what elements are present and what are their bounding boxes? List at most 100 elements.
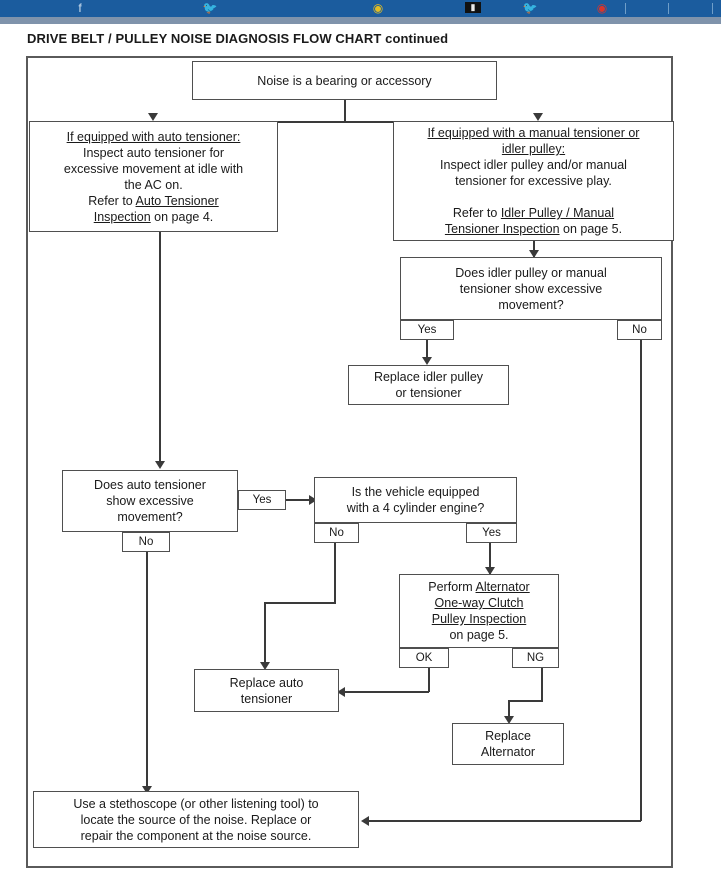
node-if-manual-tensioner[interactable]: If equipped with a manual tensioner or i…	[393, 121, 674, 241]
edge-cyl-yes	[489, 543, 491, 574]
node-line-1: Replace idler pulley	[373, 370, 484, 384]
node-line-2: tensioner show excessive	[459, 281, 603, 296]
edge-manual-to-idler	[533, 241, 535, 257]
edge-idler-no-to-stethoscope	[369, 820, 641, 822]
node-line-1: Does auto tensioner	[94, 478, 206, 492]
node-replace-alternator[interactable]: Replace Alternator	[452, 723, 564, 765]
branch-label-text: No	[329, 526, 344, 539]
twitter-bird-icon[interactable]: 🐦	[522, 1, 538, 15]
branch-label-cylinder-yes[interactable]: Yes	[466, 523, 517, 543]
edge-auto-no-rail	[146, 552, 148, 791]
node-line-2: tensioner	[240, 691, 293, 706]
arrow-ok-into-replace-auto	[337, 687, 345, 697]
edge-cyl-no-v1	[334, 543, 336, 603]
edge-idler-no-rail	[640, 340, 642, 821]
node-line-4-suffix: on page 5.	[559, 222, 623, 236]
node-auto-tensioner-decision[interactable]: Does auto tensioner show excessive movem…	[62, 470, 238, 532]
edge-ok-v	[428, 668, 430, 692]
arrow-ng-into-replace-alternator	[504, 716, 514, 724]
node-line-2: tensioner for excessive play.	[455, 174, 612, 188]
arrow-auto-no-into-stethoscope	[142, 786, 152, 794]
alternator-link-b[interactable]: One-way Clutch	[434, 596, 524, 610]
edge-start-bus	[152, 121, 538, 123]
node-line-5-suffix: on page 4.	[150, 209, 214, 224]
browser-toolbar-shadow	[0, 17, 721, 24]
alternator-link-a[interactable]: Alternator	[475, 580, 530, 594]
edge-ng-v1	[541, 668, 543, 701]
arrow-to-cylinder-decision	[309, 495, 317, 505]
branch-label-alternator-ng[interactable]: NG	[512, 648, 559, 668]
node-line-1: Use a stethoscope (or other listening to…	[73, 796, 319, 811]
branch-label-text: No	[138, 535, 154, 548]
toolbar-divider	[668, 3, 669, 14]
branch-label-text: Yes	[417, 323, 437, 336]
node-line-3: the AC on.	[124, 177, 183, 192]
edge-ng-h	[508, 700, 543, 702]
idler-pulley-inspection-link-a[interactable]: Idler Pulley / Manual	[500, 206, 615, 220]
node-idler-decision[interactable]: Does idler pulley or manual tensioner sh…	[400, 257, 662, 320]
idler-pulley-inspection-link-b[interactable]: Tensioner Inspection	[444, 222, 560, 236]
reddit-icon[interactable]: ◉	[596, 1, 608, 15]
edge-auto-yes	[286, 499, 313, 501]
edge-cyl-no-h	[264, 602, 336, 604]
node-line-1: Does idler pulley or manual	[455, 265, 607, 280]
node-line-1: Inspect idler pulley and/or manual	[440, 158, 627, 172]
pixel-image-icon[interactable]: ▮	[465, 2, 481, 13]
node-replace-idler-pulley[interactable]: Replace idler pulley or tensioner	[348, 365, 509, 405]
auto-tensioner-inspection-link-a[interactable]: Auto Tensioner	[135, 193, 219, 208]
arrow-to-auto-decision	[155, 461, 165, 469]
branch-label-idler-yes[interactable]: Yes	[400, 320, 454, 340]
arrow-idler-no-into-stethoscope	[361, 816, 369, 826]
arrow-cyl-no-into-replace-auto	[260, 662, 270, 670]
branch-label-auto-yes[interactable]: Yes	[238, 490, 286, 510]
arrow-to-replace-idler	[422, 357, 432, 365]
node-if-auto-tensioner[interactable]: If equipped with auto tensioner: Inspect…	[29, 121, 278, 232]
node-line-1: Replace auto	[229, 675, 304, 690]
branch-label-text: Yes	[252, 493, 272, 506]
node-line-4-prefix: Refer to	[88, 193, 136, 208]
facebook-icon[interactable]: f	[78, 1, 82, 15]
arrow-to-auto-tensioner	[148, 113, 158, 121]
node-line-2: or tensioner	[395, 386, 462, 400]
browser-toolbar-strip	[0, 0, 721, 17]
chrome-icon[interactable]: ◉	[372, 1, 384, 15]
toolbar-divider	[625, 3, 626, 14]
branch-label-text: NG	[526, 651, 545, 664]
node-cylinder-decision[interactable]: Is the vehicle equipped with a 4 cylinde…	[314, 477, 517, 523]
branch-label-idler-no[interactable]: No	[617, 320, 662, 340]
node-line-2: excessive movement at idle with	[63, 161, 244, 176]
node-line-3: movement?	[117, 510, 183, 524]
edge-idler-yes	[426, 340, 428, 362]
branch-label-text: OK	[415, 651, 433, 664]
node-use-stethoscope[interactable]: Use a stethoscope (or other listening to…	[33, 791, 359, 848]
node-label: Noise is a bearing or accessory	[257, 73, 432, 88]
node-heading: If equipped with auto tensioner:	[66, 129, 241, 144]
toolbar-separator	[0, 24, 721, 26]
branch-label-text: Yes	[482, 526, 501, 539]
edge-ng-v2	[508, 700, 510, 720]
node-noise-is-bearing[interactable]: Noise is a bearing or accessory	[192, 61, 497, 100]
node-heading-1: If equipped with a manual tensioner or	[427, 126, 640, 140]
node-line-1: Is the vehicle equipped	[351, 485, 480, 499]
node-line-2: Alternator	[480, 745, 536, 759]
branch-label-auto-no[interactable]: No	[122, 532, 170, 552]
node-replace-auto-tensioner[interactable]: Replace auto tensioner	[194, 669, 339, 712]
node-line-2: show excessive	[106, 494, 194, 508]
auto-tensioner-inspection-link-b[interactable]: Inspection	[93, 209, 151, 224]
node-line-2: with a 4 cylinder engine?	[346, 501, 485, 515]
edge-auto-branch-down	[159, 232, 161, 463]
branch-label-cylinder-no[interactable]: No	[314, 523, 359, 543]
twitter-icon[interactable]: 🐦	[202, 1, 218, 15]
node-line-3-prefix: Refer to	[452, 206, 501, 220]
alternator-link-c[interactable]: Pulley Inspection	[431, 612, 527, 626]
node-line-1-prefix: Perform	[428, 580, 476, 594]
node-line-2: locate the source of the noise. Replace …	[80, 812, 312, 827]
edge-ok-h	[345, 691, 429, 693]
toolbar-divider	[712, 3, 713, 14]
node-line-1: Inspect auto tensioner for	[82, 145, 225, 160]
branch-label-alternator-ok[interactable]: OK	[399, 648, 449, 668]
edge-start-stem	[344, 100, 346, 122]
arrow-to-idler-decision	[529, 250, 539, 258]
node-alternator-inspection[interactable]: Perform Alternator One-way Clutch Pulley…	[399, 574, 559, 648]
